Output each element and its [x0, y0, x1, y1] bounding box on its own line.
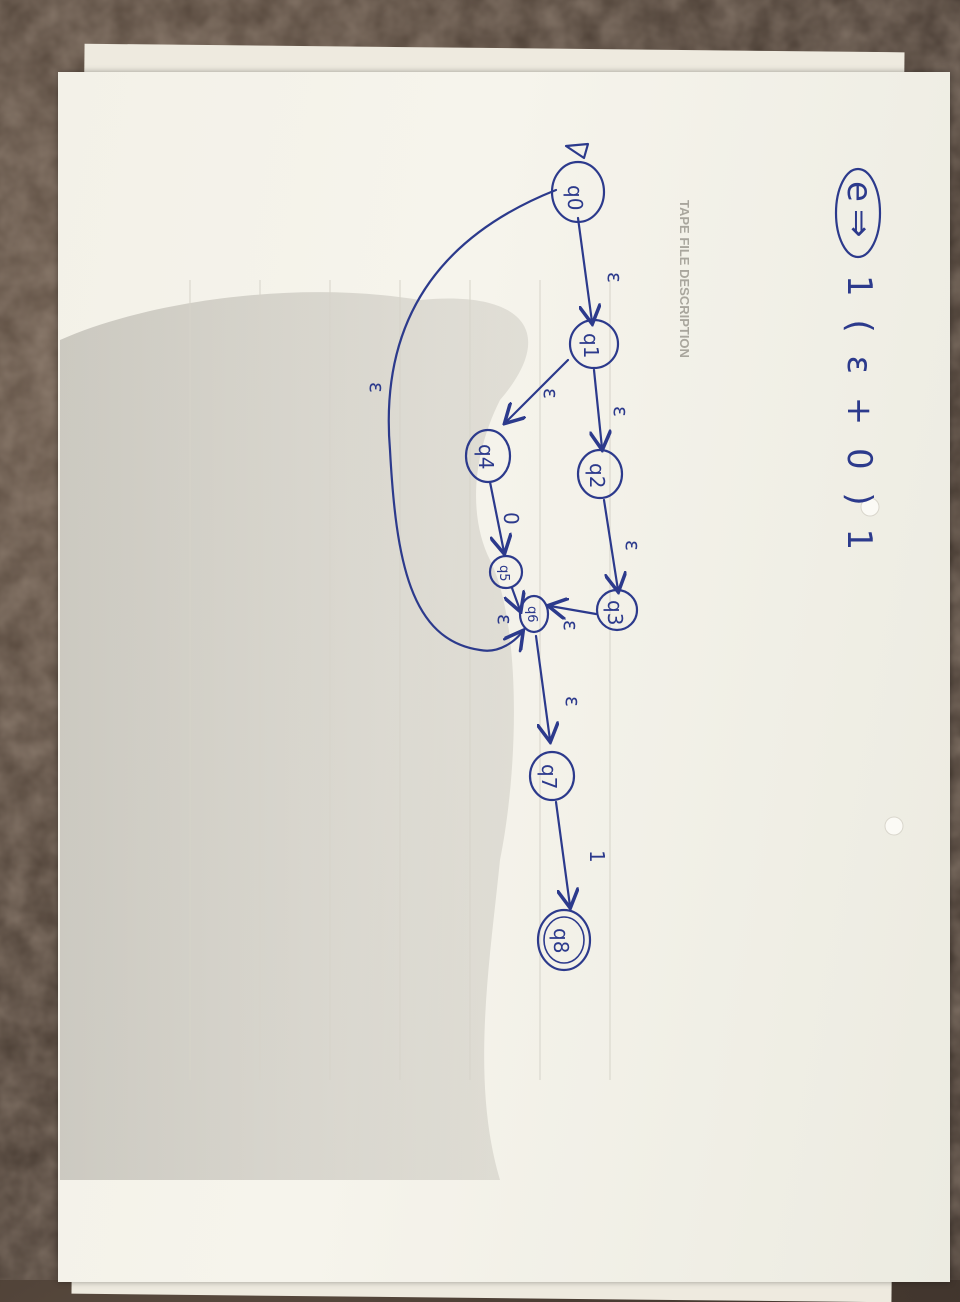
transitions: ε ε ε ε 0 ε ε ε ε 1	[365, 142, 645, 906]
state-label-q2: q2	[585, 463, 609, 488]
edge-q2-q3	[602, 498, 618, 590]
edge-label-q1-q2: ε	[609, 406, 633, 417]
edge-q4-q5	[488, 480, 504, 552]
regex-arrow: ⇒	[839, 209, 879, 238]
edge-label-q0-q1: ε	[603, 272, 627, 283]
edge-label-q4-q5: 0	[499, 512, 523, 525]
edge-label-q5-q6: ε	[493, 614, 517, 625]
edge-label-q0-q6: ε	[365, 382, 389, 393]
edge-label-q7-q8: 1	[585, 850, 609, 863]
edge-q6-q7	[534, 634, 550, 740]
state-label-q0: q0	[563, 185, 587, 210]
state-label-q6: q6	[524, 606, 539, 623]
edge-q3-q6	[550, 606, 598, 614]
edge-q1-q4	[506, 358, 570, 422]
edge-q1-q2	[594, 368, 602, 448]
edge-q0-q1	[576, 216, 592, 322]
state-q3: q3	[595, 588, 639, 632]
edge-label-q1-q4: ε	[539, 388, 563, 399]
faint-form-title: TAPE FILE DESCRIPTION	[677, 200, 692, 358]
start-arrow	[564, 142, 590, 160]
edge-label-q2-q3: ε	[621, 540, 645, 551]
faint-printed-form: TAPE FILE DESCRIPTION	[189, 200, 692, 1080]
state-label-q5: q5	[496, 565, 511, 582]
regex-header: e ⇒ 1 ( ε + 0 ) 1	[834, 167, 882, 556]
state-q0: q0	[550, 160, 606, 224]
state-q7: q7	[528, 750, 576, 802]
edge-label-q6-q7: ε	[561, 696, 585, 707]
state-label-q4: q4	[474, 444, 498, 469]
regex-expression: 1 ( ε + 0 ) 1	[839, 275, 879, 556]
state-q4: q4	[464, 428, 512, 484]
regex-label: e	[839, 181, 879, 202]
state-q6: q6	[518, 594, 550, 634]
state-q1: q1	[568, 318, 620, 370]
state-q8-accept: q8	[536, 908, 592, 972]
state-label-q7: q7	[537, 764, 561, 789]
edge-q7-q8	[554, 800, 570, 906]
edge-q0-q6	[387, 188, 558, 651]
state-q5: q5	[488, 554, 524, 590]
state-label-q3: q3	[603, 600, 627, 625]
edge-label-q3-q6: ε	[559, 620, 583, 631]
hand-shadow	[60, 292, 529, 1180]
state-label-q1: q1	[579, 333, 603, 358]
binder-hole	[860, 497, 880, 517]
state-q2: q2	[576, 448, 624, 500]
edge-q5-q6	[512, 586, 520, 610]
binder-hole	[884, 816, 904, 836]
states: q0 q1 q2 q3 q4 q5 q6 q7	[464, 160, 639, 972]
state-label-q8: q8	[549, 928, 573, 953]
regex-label-circle	[834, 167, 882, 259]
